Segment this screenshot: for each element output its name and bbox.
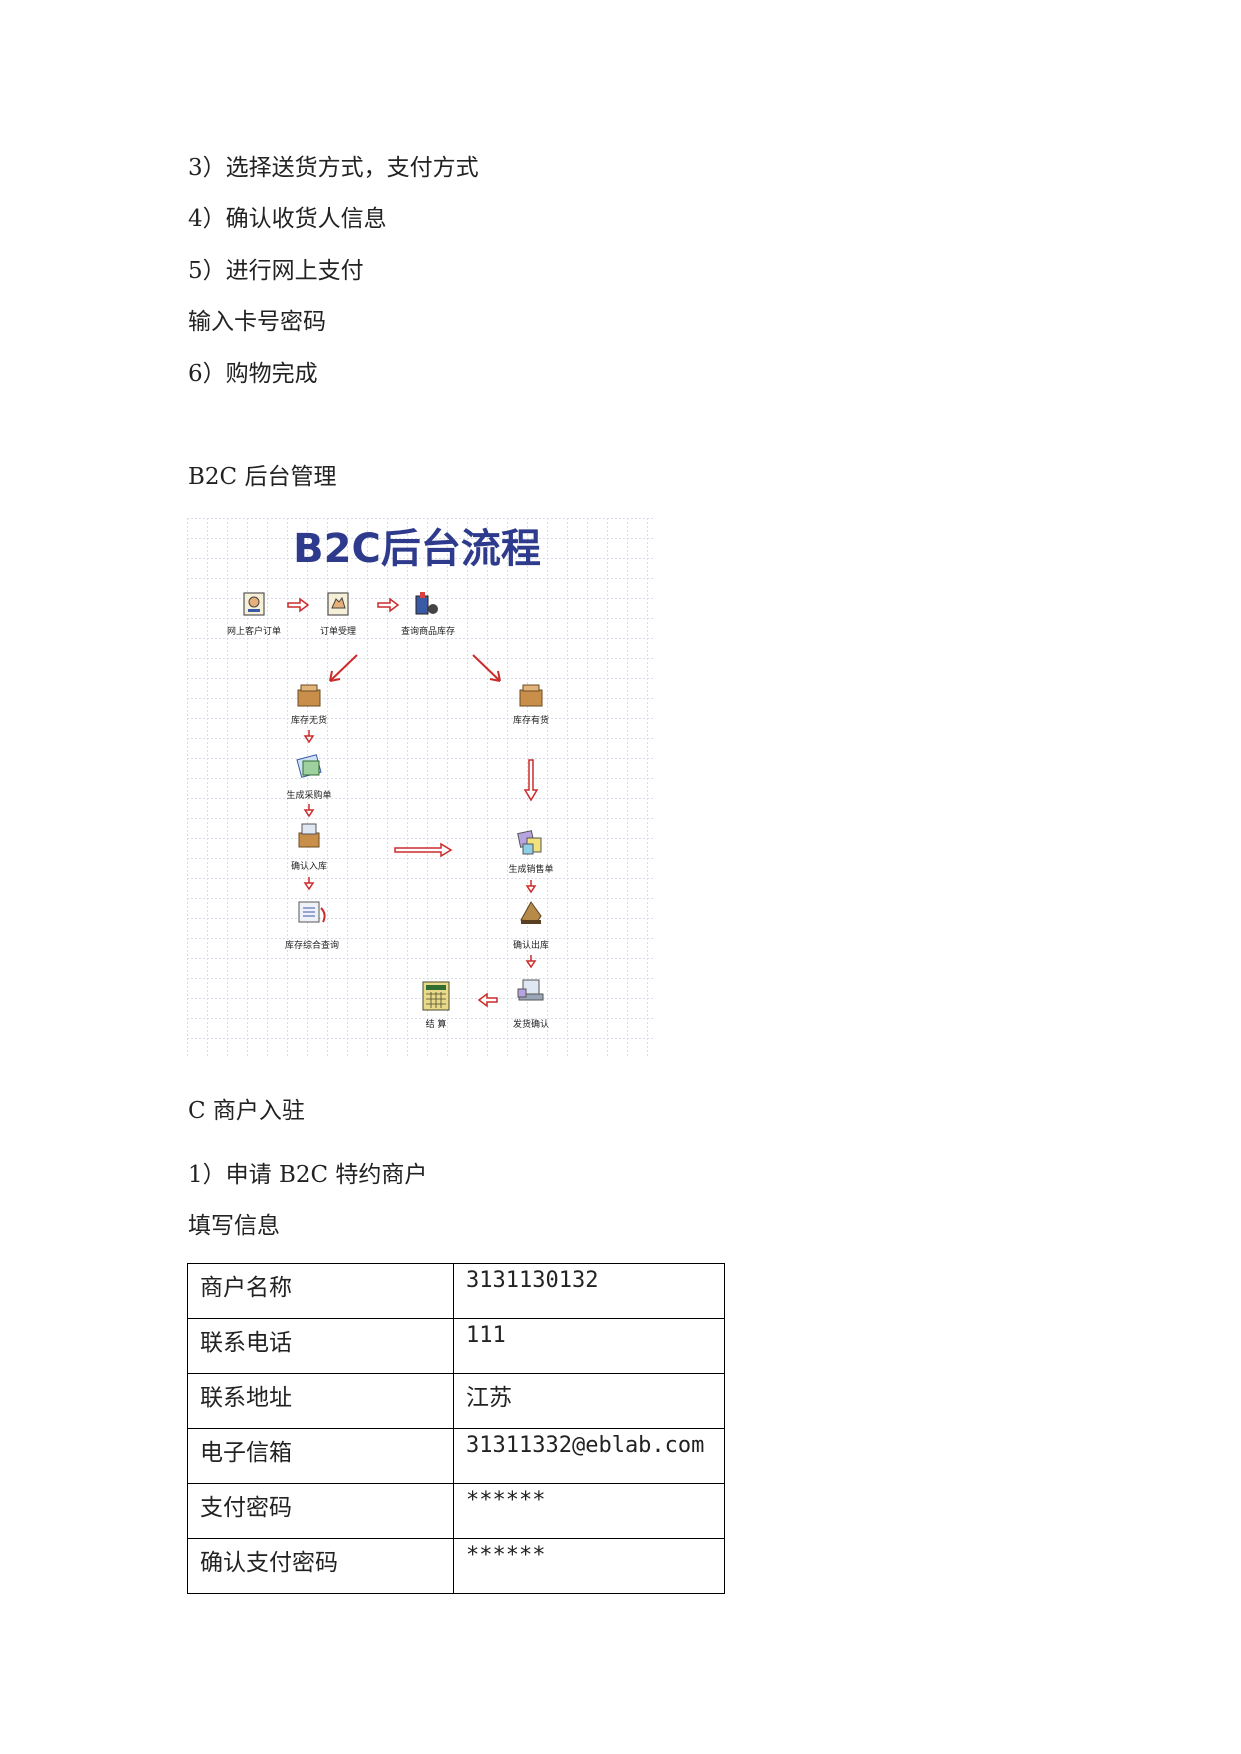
arrow-right-2 bbox=[525, 955, 537, 969]
step-4: 4）确认收货人信息 bbox=[188, 206, 387, 232]
arrow-to-settle bbox=[477, 992, 498, 1008]
field-value: 31311332@eblab.com bbox=[453, 1428, 725, 1484]
b2c-flow-svg: B2C后台流程 网上客户订单 订单受理 查询商品库存 库存无货 bbox=[187, 518, 653, 1058]
merchant-info-table: 商户名称 3131130132 联系电话 111 联系地址 江苏 电子信箱 31… bbox=[187, 1263, 725, 1594]
node-in-stock: 库存有货 bbox=[513, 714, 549, 726]
field-value: 3131130132 bbox=[453, 1263, 725, 1319]
field-label: 支付密码 bbox=[187, 1483, 454, 1539]
node-confirm-in: 确认入库 bbox=[291, 860, 327, 872]
node-gen-purchase: 生成采购单 bbox=[286, 789, 331, 801]
field-label: 联系地址 bbox=[187, 1373, 454, 1429]
box-icon-right bbox=[519, 684, 543, 707]
confirm-out-icon bbox=[520, 901, 542, 924]
step-card-password: 输入卡号密码 bbox=[188, 309, 326, 335]
node-settle: 结 算 bbox=[426, 1018, 447, 1030]
arrow-left-1 bbox=[303, 730, 315, 744]
table-row: 联系地址 江苏 bbox=[187, 1373, 725, 1429]
c-heading: C 商户入驻 bbox=[188, 1098, 305, 1124]
node-gen-sales: 生成销售单 bbox=[508, 863, 553, 875]
node-stock-query: 库存综合查询 bbox=[285, 939, 339, 951]
accept-icon bbox=[327, 592, 349, 616]
node-query-stock: 查询商品库存 bbox=[401, 625, 455, 637]
field-label: 电子信箱 bbox=[187, 1428, 454, 1484]
field-label: 联系电话 bbox=[187, 1318, 454, 1374]
stock-report-icon bbox=[298, 901, 326, 923]
field-label: 确认支付密码 bbox=[187, 1538, 454, 1594]
arrow-left-2 bbox=[303, 804, 315, 818]
field-value: 111 bbox=[453, 1318, 725, 1374]
stock-query-icon bbox=[415, 592, 438, 615]
fill-info: 填写信息 bbox=[188, 1213, 280, 1239]
table-row: 商户名称 3131130132 bbox=[187, 1263, 725, 1319]
arrow-left-3 bbox=[303, 877, 315, 891]
sales-icon bbox=[517, 830, 542, 855]
node-confirm-out: 确认出库 bbox=[513, 939, 549, 951]
purchase-icon bbox=[296, 754, 322, 778]
table-row: 电子信箱 31311332@eblab.com bbox=[187, 1428, 725, 1484]
arrow-diag-right bbox=[472, 654, 501, 682]
b2c-heading: B2C 后台管理 bbox=[188, 464, 337, 490]
step-6: 6）购物完成 bbox=[188, 361, 318, 387]
confirm-in-icon bbox=[298, 823, 320, 848]
arrow-right-long bbox=[523, 759, 539, 802]
table-row: 确认支付密码 ****** bbox=[187, 1538, 725, 1594]
ship-confirm-icon bbox=[517, 979, 544, 1001]
arrow-diag-left bbox=[329, 654, 358, 682]
table-row: 支付密码 ****** bbox=[187, 1483, 725, 1539]
box-icon-left bbox=[297, 684, 321, 707]
step-5: 5）进行网上支付 bbox=[188, 258, 364, 284]
arrow-middle bbox=[394, 842, 453, 858]
field-value: ****** bbox=[453, 1483, 725, 1539]
arrow-top-1 bbox=[287, 597, 310, 613]
node-order-accept: 订单受理 bbox=[320, 625, 356, 637]
arrow-top-2 bbox=[377, 597, 400, 613]
settle-icon bbox=[422, 981, 450, 1011]
node-online-order: 网上客户订单 bbox=[227, 625, 281, 637]
arrow-right-1 bbox=[525, 880, 537, 894]
field-label: 商户名称 bbox=[187, 1263, 454, 1319]
order-icon bbox=[243, 592, 265, 616]
figure-title: B2C后台流程 bbox=[293, 526, 541, 572]
node-out-of-stock: 库存无货 bbox=[291, 714, 327, 726]
step-3: 3）选择送货方式，支付方式 bbox=[188, 155, 479, 181]
apply-step: 1）申请 B2C 特约商户 bbox=[188, 1162, 428, 1188]
node-ship-confirm: 发货确认 bbox=[513, 1018, 549, 1030]
field-value: 江苏 bbox=[453, 1373, 725, 1429]
table-row: 联系电话 111 bbox=[187, 1318, 725, 1374]
field-value: ****** bbox=[453, 1538, 725, 1594]
b2c-flow-figure: B2C后台流程 网上客户订单 订单受理 查询商品库存 库存无货 bbox=[187, 518, 653, 1058]
